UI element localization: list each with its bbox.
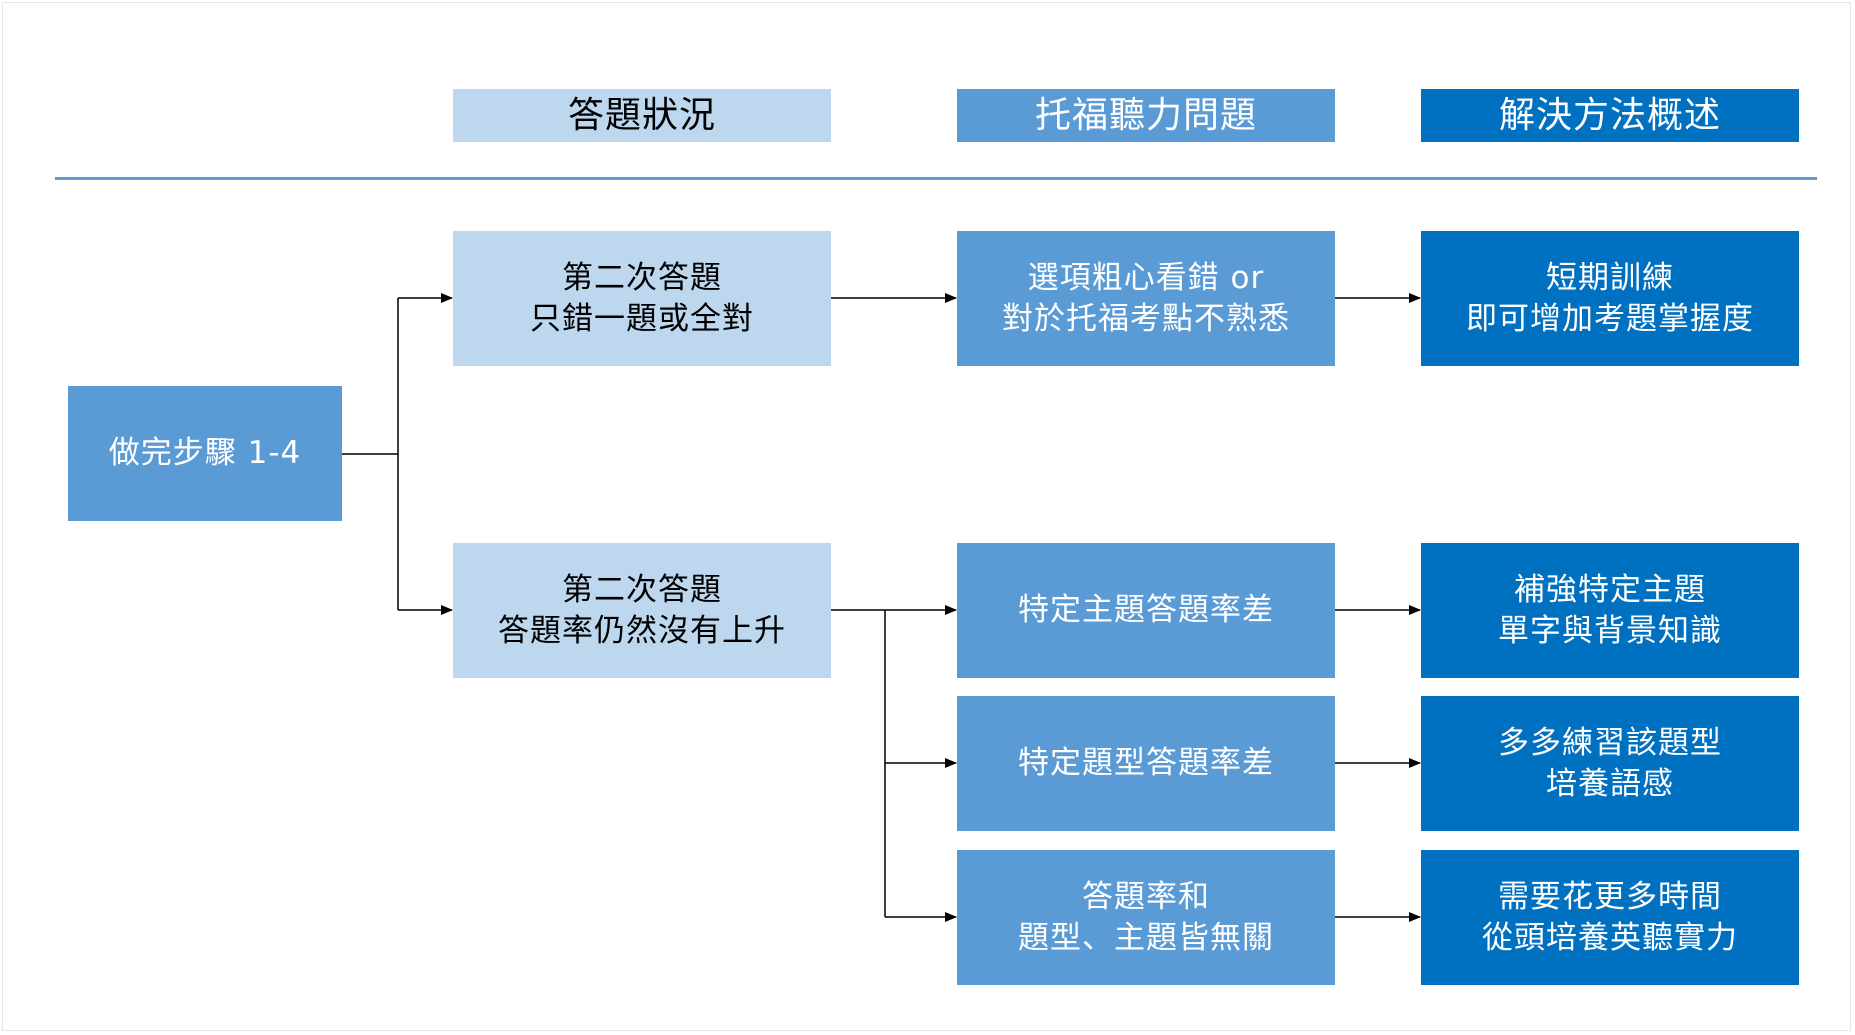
solution-node-1-line1: 短期訓練: [1546, 259, 1674, 296]
header-status-label: 答題狀況: [567, 95, 716, 136]
solution-node-1-line2: 即可增加考題掌握度: [1466, 300, 1754, 337]
status-node-bottom-line1: 第二次答題: [562, 571, 722, 608]
solution-node-3-line1: 多多練習該題型: [1498, 724, 1722, 761]
status-node-top: 第二次答題 只錯一題或全對: [453, 231, 831, 366]
status-node-bottom-line2: 答題率仍然沒有上升: [498, 612, 786, 649]
solution-node-3-line2: 培養語感: [1546, 765, 1674, 802]
header-problem-label: 托福聽力問題: [1034, 95, 1257, 136]
start-node-label: 做完步驟 1-4: [108, 435, 302, 471]
problem-node-1-line2: 對於托福考點不熟悉: [1002, 300, 1290, 337]
status-node-bottom-text: 第二次答題 答題率仍然沒有上升: [498, 570, 786, 652]
problem-node-4-text: 答題率和 題型、主題皆無關: [1018, 877, 1274, 959]
solution-node-2-line2: 單字與背景知識: [1498, 612, 1722, 649]
solution-node-1-text: 短期訓練 即可增加考題掌握度: [1466, 258, 1754, 340]
solution-node-3-text: 多多練習該題型 培養語感: [1498, 723, 1722, 805]
problem-node-1: 選項粗心看錯 or 對於托福考點不熟悉: [957, 231, 1335, 366]
problem-node-1-line1: 選項粗心看錯 or: [1027, 259, 1265, 296]
header-solution: 解決方法概述: [1421, 89, 1799, 142]
problem-node-3: 特定題型答題率差: [957, 696, 1335, 831]
solution-node-4: 需要花更多時間 從頭培養英聽實力: [1421, 850, 1799, 985]
problem-node-4-line2: 題型、主題皆無關: [1018, 919, 1274, 956]
status-node-bottom: 第二次答題 答題率仍然沒有上升: [453, 543, 831, 678]
solution-node-1: 短期訓練 即可增加考題掌握度: [1421, 231, 1799, 366]
solution-node-4-line2: 從頭培養英聽實力: [1482, 919, 1738, 956]
start-node: 做完步驟 1-4: [68, 386, 342, 521]
solution-node-2-text: 補強特定主題 單字與背景知識: [1498, 570, 1722, 652]
status-node-top-line2: 只錯一題或全對: [530, 300, 754, 337]
header-divider: [55, 177, 1817, 180]
problem-node-2: 特定主題答題率差: [957, 543, 1335, 678]
problem-node-4: 答題率和 題型、主題皆無關: [957, 850, 1335, 985]
solution-node-4-line1: 需要花更多時間: [1498, 878, 1722, 915]
solution-node-2-line1: 補強特定主題: [1514, 571, 1706, 608]
header-solution-label: 解決方法概述: [1498, 95, 1721, 136]
status-node-top-text: 第二次答題 只錯一題或全對: [530, 258, 754, 340]
solution-node-4-text: 需要花更多時間 從頭培養英聽實力: [1482, 877, 1738, 959]
problem-node-2-line1: 特定主題答題率差: [1018, 592, 1274, 628]
solution-node-2: 補強特定主題 單字與背景知識: [1421, 543, 1799, 678]
solution-node-3: 多多練習該題型 培養語感: [1421, 696, 1799, 831]
problem-node-1-text: 選項粗心看錯 or 對於托福考點不熟悉: [1002, 258, 1290, 340]
problem-node-3-line1: 特定題型答題率差: [1018, 745, 1274, 781]
header-problem: 托福聽力問題: [957, 89, 1335, 142]
header-status: 答題狀況: [453, 89, 831, 142]
status-node-top-line1: 第二次答題: [562, 259, 722, 296]
problem-node-4-line1: 答題率和: [1082, 878, 1210, 915]
